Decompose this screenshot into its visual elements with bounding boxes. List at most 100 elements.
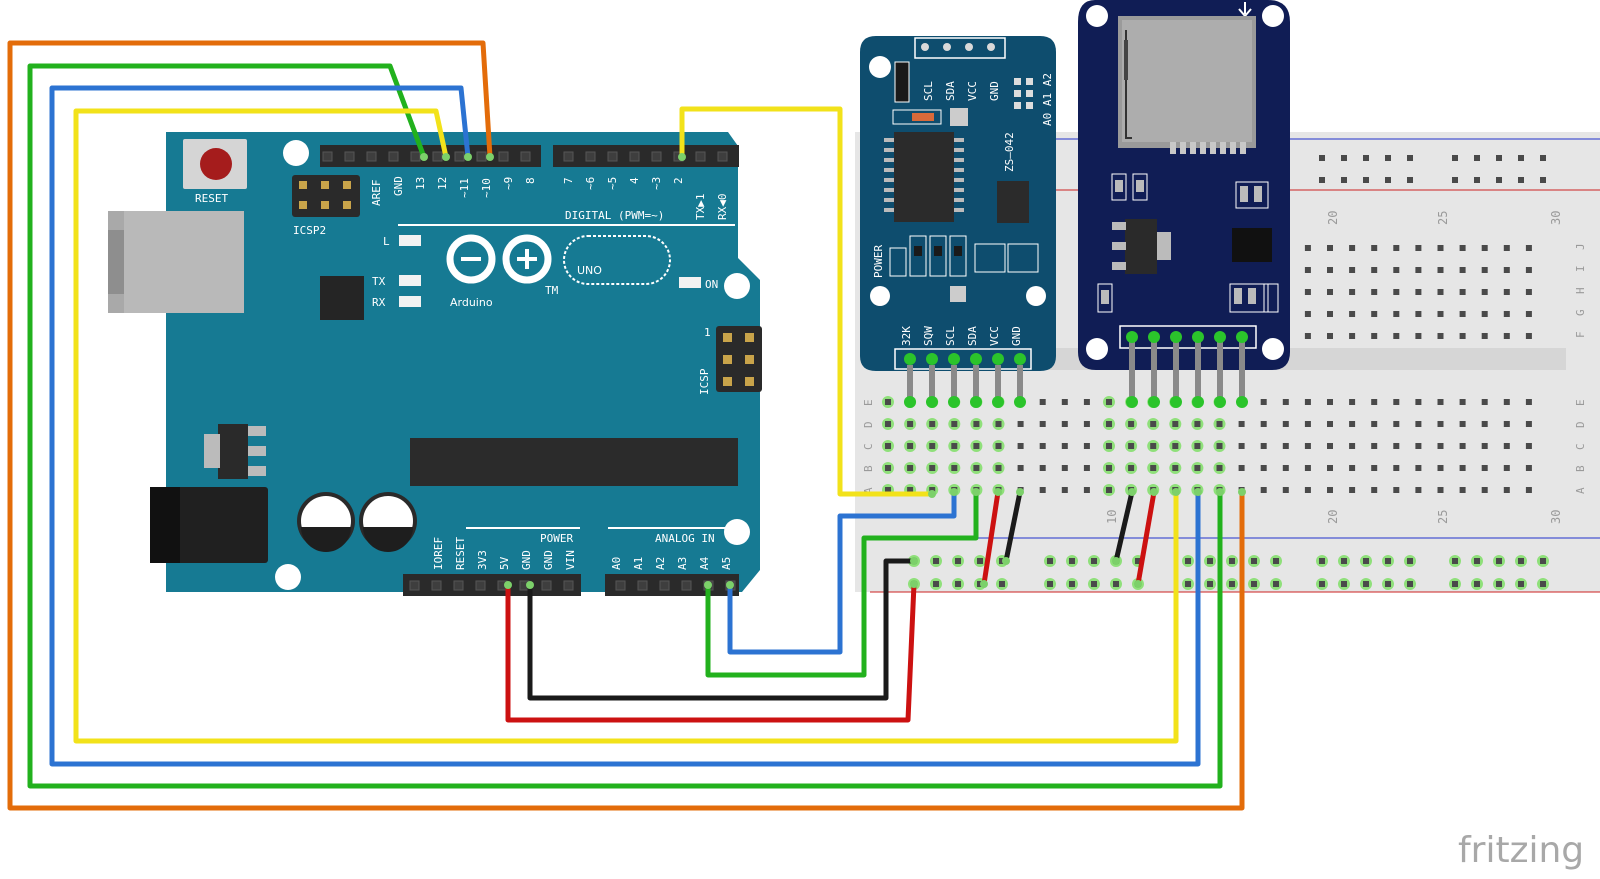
- wire-blue-d11-to-sd[interactable]: [49, 85, 1201, 767]
- reset-button-cap[interactable]: [200, 148, 232, 180]
- capacitor: [359, 492, 417, 552]
- breadboard-hole: [1437, 267, 1444, 273]
- breadboard-hole: [929, 443, 936, 449]
- header-pin: [563, 580, 574, 591]
- icsp2-label: ICSP2: [293, 224, 326, 237]
- breadboard-hole: [929, 465, 936, 471]
- wire-yellow-d12-to-sd[interactable]: [73, 108, 1179, 744]
- sd-pin-leg: [1151, 342, 1157, 402]
- sd-pin-leg: [1217, 342, 1223, 402]
- column-number-25-bottom: 25: [1436, 510, 1450, 524]
- wire-black-sd-gnd-to-rail[interactable]: [1113, 491, 1135, 562]
- breadboard-hole: [1459, 311, 1466, 317]
- rail-hole: [1452, 581, 1458, 587]
- wire-orange-d10-to-sd[interactable]: [7, 40, 1245, 811]
- wire-green-a4-to-rtc-sda[interactable]: [705, 492, 979, 678]
- breadboard-hole: [1304, 399, 1311, 405]
- rail-hole: [955, 581, 961, 587]
- breadboard-hole: [1371, 421, 1378, 427]
- rail-hole: [1385, 581, 1391, 587]
- wire-endpoint: [1150, 488, 1158, 496]
- rail-hole: [1474, 177, 1480, 183]
- rail-hole: [1540, 155, 1546, 161]
- pin-label-2: 2: [672, 177, 685, 184]
- breadboard-hole: [1371, 465, 1378, 471]
- breadboard-column-numbers: 10 20 25 30 20 25 30: [1105, 211, 1563, 524]
- breadboard-hole: [1503, 333, 1510, 339]
- header-pin: [585, 151, 596, 162]
- column-number-30-bottom: 30: [1549, 510, 1563, 524]
- pin-label-10: ~10: [480, 178, 493, 198]
- fritzing-watermark: fritzing: [1458, 830, 1584, 871]
- rail-hole: [933, 581, 939, 587]
- breadboard-hole: [1503, 289, 1510, 295]
- mounting-hole: [724, 273, 750, 299]
- wire-red-sd-vcc-to-rail[interactable]: [1135, 491, 1157, 585]
- rtc-pin-leg: [973, 365, 979, 403]
- mounting-hole: [1262, 5, 1284, 27]
- pin-label-tx1: TX▶1: [694, 194, 707, 221]
- rail-hole: [1069, 581, 1075, 587]
- wire-endpoint: [1134, 580, 1142, 588]
- row-letter-e-left: E: [862, 399, 875, 406]
- breadboard-hole: [1349, 487, 1356, 493]
- mounting-hole: [1086, 338, 1108, 360]
- wire-endpoint: [704, 581, 712, 589]
- breadboard-hole: [1415, 443, 1422, 449]
- header-pin: [475, 580, 486, 591]
- voltage-regulator: [204, 424, 266, 479]
- header-pin: [615, 580, 626, 591]
- breadboard-hole: [1371, 399, 1378, 405]
- breadboard-hole: [1282, 421, 1289, 427]
- rail-hole: [1474, 581, 1480, 587]
- breadboard-hole: [951, 443, 958, 449]
- breadboard-hole: [1415, 465, 1422, 471]
- atmega-chip: [410, 438, 738, 486]
- wire-endpoint: [1238, 488, 1246, 496]
- breadboard-hole: [995, 421, 1002, 427]
- header-pin: [453, 580, 464, 591]
- breadboard-hole: [1525, 399, 1532, 405]
- rail-hole: [1385, 155, 1391, 161]
- sd-card-slot: [1118, 16, 1256, 154]
- breadboard-hole: [1172, 421, 1179, 427]
- breadboard-hole: [1327, 399, 1333, 405]
- wire-endpoint: [1216, 488, 1224, 496]
- pin-label-5: ~5: [606, 177, 619, 190]
- rail-hole: [1135, 558, 1141, 564]
- breadboard-hole: [1415, 245, 1422, 251]
- breadboard-hole: [951, 421, 958, 427]
- breadboard-hole: [1304, 267, 1311, 273]
- breadboard-hole: [1061, 443, 1068, 449]
- wire-yellow-d2-to-rtc-sqw[interactable]: [679, 106, 932, 497]
- led-rx-label: RX: [372, 296, 386, 309]
- rail-hole: [1363, 177, 1369, 183]
- header-pin: [431, 580, 442, 591]
- wire-red-5v-to-rail[interactable]: [505, 583, 917, 723]
- wire-green-d13-to-sd[interactable]: [27, 63, 1223, 789]
- wire-red-rtc-vcc-to-rail[interactable]: [981, 491, 1001, 585]
- wire-black-rtc-gnd-to-rail[interactable]: [1003, 491, 1023, 562]
- rail-hole: [1069, 558, 1075, 564]
- row-letter-d-right: D: [1574, 421, 1587, 428]
- breadboard-hole: [885, 443, 891, 449]
- pin-label-gnd2: GND: [542, 550, 555, 570]
- breadboard-hole: [1481, 267, 1488, 273]
- wire-endpoint: [950, 488, 958, 496]
- wire-black-gnd-to-rail[interactable]: [527, 558, 914, 701]
- breadboard-hole: [1393, 333, 1400, 339]
- crystal: [894, 61, 910, 103]
- breadboard-hole: [1061, 399, 1068, 405]
- breadboard-hole: [1481, 399, 1488, 405]
- rtc-bottom-pin-labels: 32K SQW SCL SDA VCC GND: [900, 326, 1023, 346]
- breadboard-hole: [885, 487, 891, 493]
- test-pad: [950, 108, 968, 126]
- breadboard-hole: [1194, 443, 1201, 449]
- wire-endpoint: [994, 488, 1002, 496]
- breadboard-hole: [1216, 421, 1223, 427]
- wire-blue-a5-to-rtc-scl[interactable]: [727, 492, 957, 655]
- column-number-25-top: 25: [1436, 211, 1450, 225]
- module-pin-legs: [904, 331, 1248, 408]
- rtc-top-pin-sda: SDA: [944, 81, 957, 101]
- breadboard-hole: [1128, 421, 1135, 427]
